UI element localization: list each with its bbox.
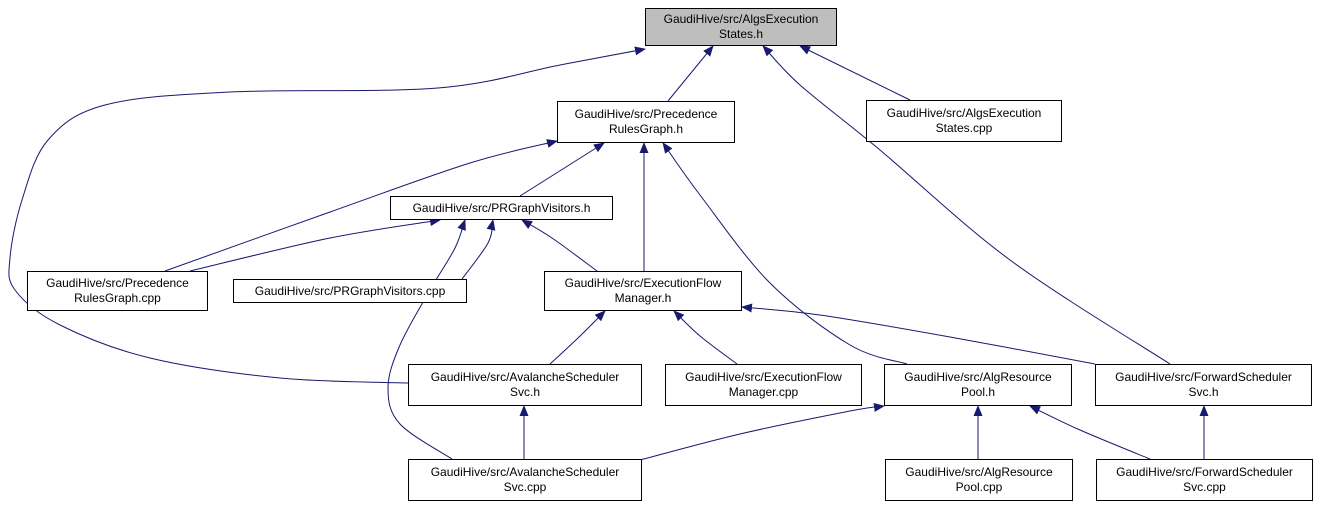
graph-node-label: Svc.cpp — [1183, 480, 1226, 494]
graph-node-pr-graph-visitors-cpp[interactable]: GaudiHive/src/PRGraphVisitors.cpp — [233, 279, 467, 303]
graph-node-label: GaudiHive/src/ForwardScheduler — [1116, 465, 1293, 479]
edge-alg-resource-pool-h--precedence-rules-graph-h — [662, 142, 908, 365]
edge-algs-execution-states-cpp--algs-execution-states-h — [799, 45, 911, 101]
graph-node-label: GaudiHive/src/ExecutionFlow — [685, 370, 842, 384]
graph-node-label: Pool.h — [960, 385, 996, 399]
graph-node-label: GaudiHive/src/AlgResource — [905, 465, 1053, 479]
edge-precedence-rules-graph-h--algs-execution-states-h — [667, 45, 714, 102]
graph-node-label: GaudiHive/src/AlgsExecution — [886, 106, 1042, 120]
graph-node-label: RulesGraph.h — [608, 122, 684, 136]
graph-node-label: GaudiHive/src/ExecutionFlow — [564, 276, 722, 290]
graph-node-label: GaudiHive/src/PRGraphVisitors.h — [412, 200, 591, 215]
graph-node-label: GaudiHive/src/AvalancheScheduler — [430, 465, 620, 479]
graph-node-label: GaudiHive/src/Precedence — [574, 107, 718, 121]
edge-pr-graph-visitors-cpp--pr-graph-visitors-h — [461, 219, 496, 280]
edge-avalanche-scheduler-svc-cpp--alg-resource-pool-h — [639, 402, 885, 461]
edge-forward-scheduler-svc-h--algs-execution-states-h — [762, 45, 1171, 365]
graph-node-label: Pool.cpp — [955, 480, 1003, 494]
graph-node-label: GaudiHive/src/PRGraphVisitors.cpp — [254, 283, 446, 298]
edge-avalanche-scheduler-svc-h--algs-execution-states-h — [8, 46, 646, 384]
graph-node-label: States.cpp — [935, 121, 993, 135]
graph-node-label: GaudiHive/src/AvalancheScheduler — [430, 370, 620, 384]
graph-node-label: GaudiHive/src/AlgResource — [904, 370, 1052, 384]
edge-avalanche-scheduler-svc-cpp--pr-graph-visitors-h — [387, 219, 466, 460]
graph-node-label: Svc.h — [1188, 385, 1219, 399]
graph-node-label: Manager.h — [614, 291, 672, 305]
graph-node-label: RulesGraph.cpp — [74, 291, 161, 305]
graph-node-label: States.h — [718, 27, 764, 41]
edge-forward-scheduler-svc-cpp--alg-resource-pool-h — [1029, 405, 1151, 460]
graph-node-pr-graph-visitors-h[interactable]: GaudiHive/src/PRGraphVisitors.h — [390, 196, 613, 220]
graph-node-label: GaudiHive/src/ForwardScheduler — [1115, 370, 1292, 384]
edge-execution-flow-manager-h--pr-graph-visitors-h — [521, 219, 598, 272]
edge-avalanche-scheduler-svc-h--execution-flow-manager-h — [549, 310, 606, 365]
graph-node-label: GaudiHive/src/AlgsExecution — [663, 12, 819, 26]
edge-forward-scheduler-svc-h--execution-flow-manager-h — [741, 303, 1096, 365]
edge-pr-graph-visitors-h--precedence-rules-graph-h — [519, 142, 605, 197]
edge-execution-flow-manager-cpp--execution-flow-manager-h — [673, 310, 738, 365]
edge-precedence-rules-graph-cpp--pr-graph-visitors-h — [189, 217, 441, 272]
graph-node-label: Manager.cpp — [728, 385, 799, 399]
graph-node-label: GaudiHive/src/Precedence — [46, 276, 189, 290]
graph-node-label: Svc.cpp — [503, 480, 547, 494]
graph-node-label: Svc.h — [509, 385, 540, 399]
edge-precedence-rules-graph-cpp--precedence-rules-graph-h — [164, 139, 558, 272]
